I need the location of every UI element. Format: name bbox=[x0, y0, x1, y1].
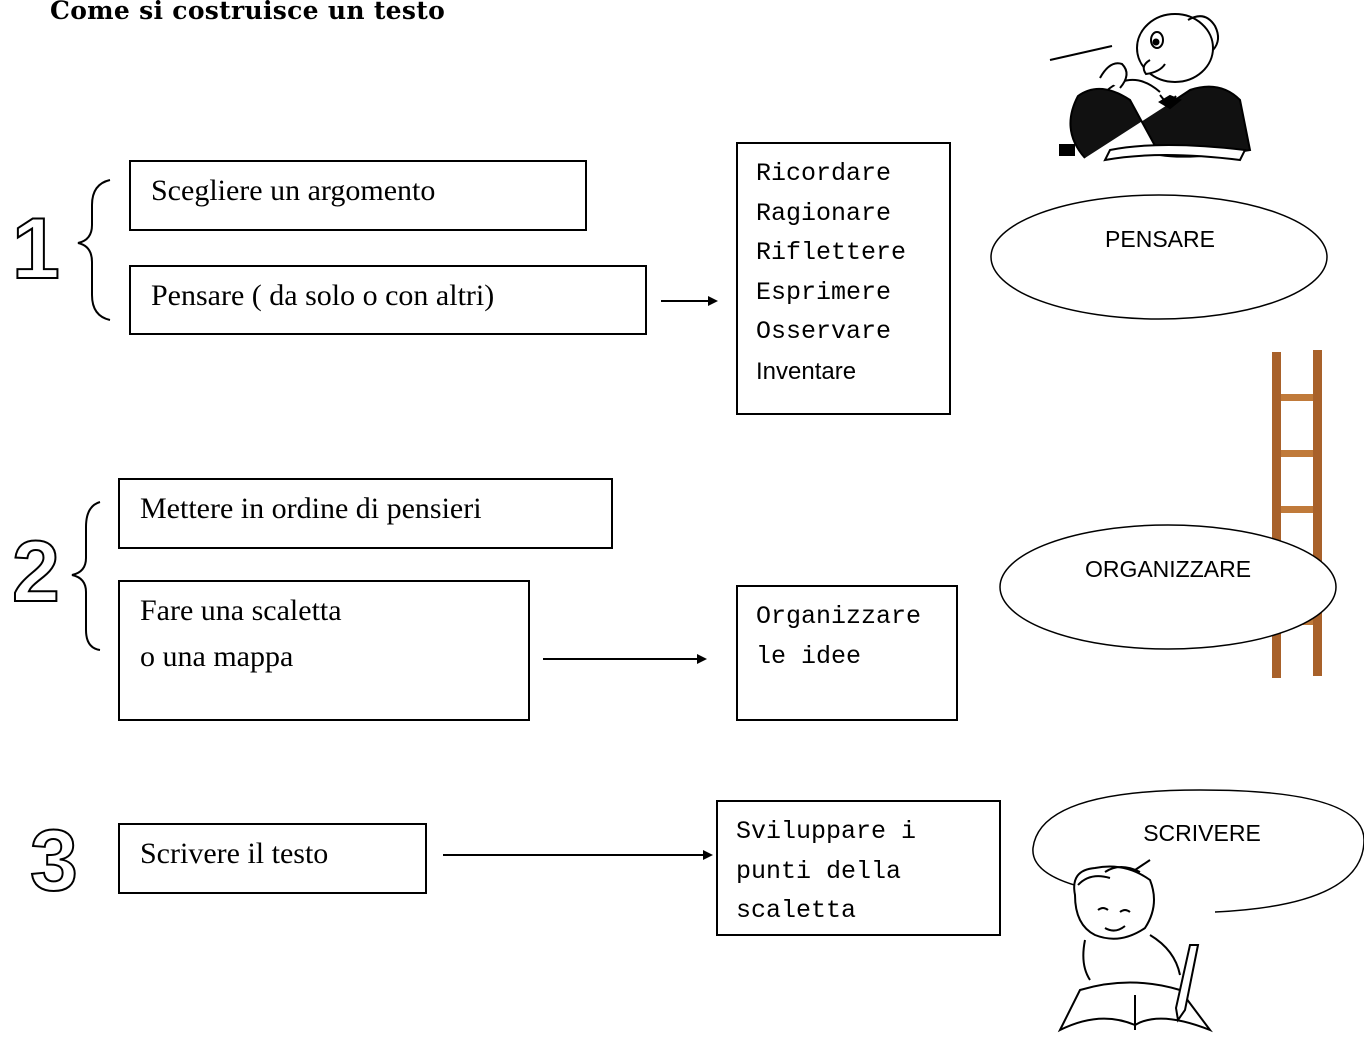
step-2-action-3: o una mappa bbox=[140, 640, 294, 673]
brace-step-2 bbox=[71, 501, 101, 651]
label-pensare: PENSARE bbox=[1105, 226, 1215, 252]
step-3-action-1: Scrivere il testo bbox=[140, 837, 329, 870]
step-1-detail-item: Osservare bbox=[756, 317, 892, 346]
step-1-action-box-2: Pensare ( da solo o con altri) bbox=[129, 265, 647, 335]
step-1-action-box-1: Scegliere un argomento bbox=[129, 160, 587, 231]
label-scrivere: SCRIVERE bbox=[1143, 820, 1261, 846]
step-number-3: 3 bbox=[29, 813, 79, 909]
step-1-action-1: Scegliere un argomento bbox=[151, 174, 436, 207]
step-1-detail-item: Inventare bbox=[756, 357, 857, 385]
step-3-detail-box: Sviluppare i punti della scaletta bbox=[716, 800, 1001, 936]
thinking-man-icon bbox=[1049, 13, 1252, 162]
step-1-detail-item: Riflettere bbox=[756, 238, 907, 267]
step-1-detail-item: Ragionare bbox=[756, 198, 892, 228]
page-title: Come si costruisce un testo bbox=[50, 0, 446, 25]
ellipse-organizzare bbox=[999, 524, 1337, 650]
step-3-action-box: Scrivere il testo bbox=[118, 823, 427, 894]
writing-child-icon bbox=[1057, 859, 1213, 1033]
step-3-detail-item: scaletta bbox=[736, 896, 857, 925]
step-2-action-box-2: Fare una scaletta o una mappa bbox=[118, 580, 530, 721]
step-2-action-2: Fare una scaletta bbox=[140, 594, 342, 627]
step-1-detail-item: Ricordare bbox=[756, 159, 892, 188]
step-2-action-box-1: Mettere in ordine di pensieri bbox=[118, 478, 613, 549]
step-2-detail-item: Organizzare bbox=[756, 602, 922, 631]
step-2-detail-item: le idee bbox=[756, 641, 862, 671]
step-2-action-1: Mettere in ordine di pensieri bbox=[140, 492, 482, 525]
step-1-detail-box: Ricordare Ragionare Riflettere Esprimere… bbox=[736, 142, 951, 415]
step-2-detail-box: Organizzare le idee bbox=[736, 585, 958, 721]
brace-step-1 bbox=[77, 179, 111, 321]
step-number-2: 2 bbox=[11, 524, 61, 620]
step-1-action-2: Pensare ( da solo o con altri) bbox=[151, 279, 495, 312]
label-organizzare: ORGANIZZARE bbox=[1084, 556, 1252, 582]
step-1-detail-item: Esprimere bbox=[756, 277, 892, 307]
step-3-detail-item: Sviluppare i bbox=[736, 817, 917, 846]
step-number-1: 1 bbox=[11, 201, 61, 297]
step-3-detail-item: punti della bbox=[736, 856, 902, 886]
ellipse-pensare bbox=[990, 194, 1328, 320]
